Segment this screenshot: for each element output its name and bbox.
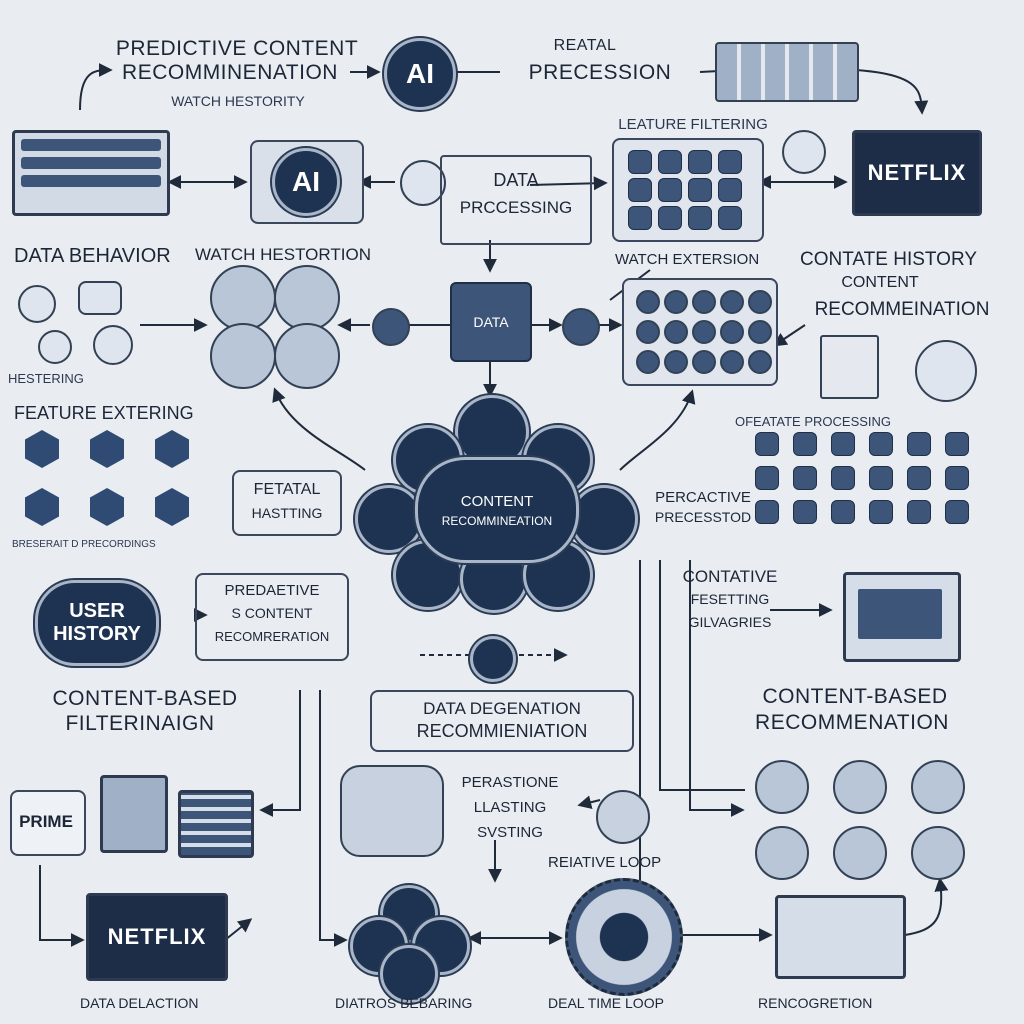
user-history-icon: USER HISTORY — [35, 580, 159, 666]
label-content-based-left-2: FILTERINAIGN — [65, 712, 215, 735]
label-contactive-1: CONTATIVE — [682, 567, 778, 586]
feature-grid-right — [755, 432, 990, 542]
gear-small-icon — [596, 790, 650, 844]
label-oferature-processing: OFEATATE PROCESSING — [735, 414, 892, 429]
behavior-sketch-icon — [8, 275, 138, 370]
slide-screen-icon — [843, 572, 961, 662]
ai-card: AI — [250, 140, 364, 224]
prime-card: PRIME — [10, 790, 86, 856]
label-reiative-loop: REIATIVE LOOP — [548, 854, 662, 871]
label-content-based-right-1: CONTENT-BASED — [762, 685, 948, 708]
sketch-network-icon — [340, 765, 444, 857]
label-watch-extersion: WATCH EXTERSION — [615, 251, 760, 268]
central-cluster: CONTENT RECOMMINEATION — [355, 395, 638, 613]
chat-bubble-icon — [782, 130, 826, 174]
label-predaetive-1: PREDAETIVE — [224, 582, 320, 599]
label-perceptive-2: PRECESSTOD — [654, 509, 752, 525]
label-watch-history: WATCH HESTORITY — [171, 93, 305, 109]
label-recommination-top: RECOMMINENATION — [122, 61, 338, 84]
label-hestering: HESTERING — [8, 371, 84, 386]
target-icon — [915, 340, 977, 402]
label-diatros-bearing: DIATROS BEBARING — [335, 995, 473, 1011]
icon-grid-right — [755, 760, 970, 885]
fetatal-box: FETATAL HASTTING — [232, 470, 342, 536]
cluster-bottom-icon — [350, 885, 470, 1003]
label-watch-hestortion: WATCH HESTORTION — [195, 245, 371, 264]
ai-chip-icon: AI — [272, 148, 340, 216]
cluster-node-r — [570, 485, 638, 553]
label-pereastione-1: PERASTIONE — [461, 774, 559, 791]
label-fetatal-2: HASTTING — [251, 505, 323, 521]
server-stack-icon — [12, 130, 170, 216]
label-feature-extering: FEATURE EXTERING — [14, 403, 194, 423]
netflix-label-bottom: NETFLIX — [107, 924, 207, 949]
label-content-based-right-2: RECOMMENATION — [755, 711, 949, 734]
film-strip-icon — [715, 42, 859, 102]
small-node-bottom — [470, 636, 516, 682]
label-rencogreation: RENCOGRETION — [758, 995, 873, 1011]
output-monitor — [775, 895, 906, 979]
label-prime: PRIME — [19, 812, 73, 831]
feature-grid-middle — [622, 278, 778, 386]
data-diamond-label: DATA — [473, 314, 509, 330]
label-predaetive-3: RECOMRERATION — [214, 629, 330, 644]
hex-network — [20, 430, 200, 530]
label-realtal: REATAL — [553, 37, 617, 54]
globe-icon — [400, 160, 446, 206]
label-data-processing-2: PRCCESSING — [459, 198, 573, 217]
label-perceptive-1: PERCACTIVE — [655, 489, 751, 506]
label-contactive-2: FESETTING — [690, 591, 770, 607]
cluster-core: CONTENT RECOMMINEATION — [415, 457, 579, 563]
label-pereastione-3: SVSTING — [477, 824, 543, 841]
netflix-monitor-bottom: NETFLIX — [86, 893, 228, 981]
label-leature-filtering: LEATURE FILTERING — [618, 116, 768, 133]
data-degeneration-box: DATA DEGENATION RECOMMIENIATION — [370, 690, 634, 752]
label-content-based-left-1: CONTENT-BASED — [52, 687, 238, 710]
label-user-history-1: USER — [69, 600, 125, 622]
label-deal-time-loop: DEAL TIME LOOP — [548, 995, 664, 1011]
cluster-node-l — [355, 485, 423, 553]
label-contactive-3: GILVAGRIES — [688, 614, 772, 630]
label-precession: PRECESSION — [528, 61, 672, 84]
label-content-sub: CONTENT — [841, 274, 919, 291]
label-user-history-2: HISTORY — [53, 623, 141, 645]
label-data-deg-2: RECOMMIENIATION — [416, 721, 588, 741]
label-data-behavior: DATA BEHAVIOR — [14, 245, 171, 267]
content-thumbnail-icon — [100, 775, 168, 853]
document-icon — [820, 335, 879, 399]
data-processing-box: DATA PRCCESSING — [440, 155, 592, 245]
ai-badge-icon: AI — [384, 38, 456, 110]
label-bottom-left-small: BRESERAIT D PRECORDINGS — [12, 539, 156, 550]
netflix-label-top: NETFLIX — [867, 160, 967, 185]
gear-icon — [565, 878, 683, 996]
feature-grid-top — [612, 138, 764, 242]
label-predictive-content: PREDICTIVE CONTENT — [115, 37, 359, 60]
label-recommination-right: RECOMMEINATION — [814, 299, 990, 320]
ai-chip-text: AI — [292, 166, 320, 197]
label-content-reco-2: RECOMMINEATION — [441, 513, 553, 528]
label-data-delaction: DATA DELACTION — [80, 995, 199, 1011]
label-content-reco-1: CONTENT — [460, 492, 534, 510]
label-predaetive-2: S CONTENT — [231, 605, 313, 621]
netflix-monitor-top: NETFLIX — [852, 130, 982, 216]
venn-cluster — [210, 265, 340, 389]
label-contate-history: CONTATE HISTORY — [800, 249, 978, 270]
ai-badge-text: AI — [406, 58, 434, 89]
node-small-right — [562, 308, 600, 346]
node-small-left — [372, 308, 410, 346]
label-pereastione-2: LLASTING — [473, 799, 547, 816]
label-data-processing-1: DATA — [493, 170, 539, 190]
cluster-node-bl — [393, 540, 463, 610]
content-card-icon — [178, 790, 254, 858]
label-data-deg-1: DATA DEGENATION — [423, 699, 581, 718]
predaetive-box: PREDAETIVE S CONTENT RECOMRERATION — [195, 573, 349, 661]
label-fetatal-1: FETATAL — [253, 481, 321, 498]
data-diamond: DATA — [450, 282, 532, 362]
